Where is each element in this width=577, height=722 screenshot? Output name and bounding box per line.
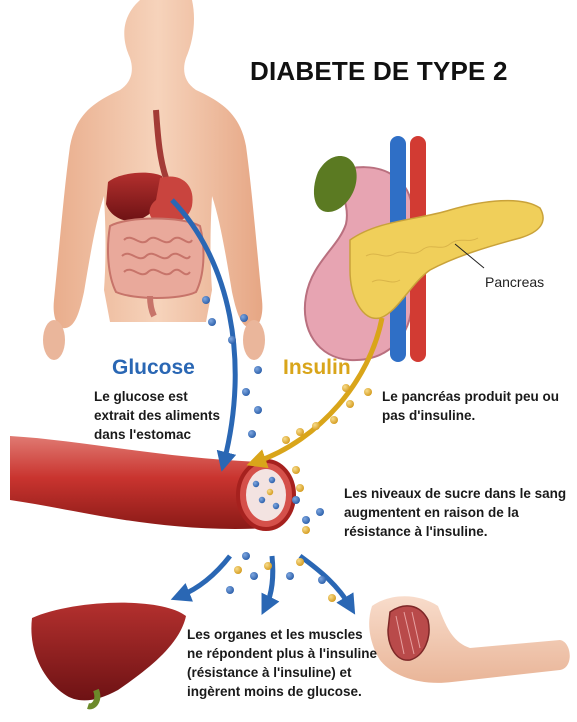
glucose-dot bbox=[254, 366, 262, 374]
output-arrow-left bbox=[180, 556, 230, 596]
sugar-levels-text: Les niveaux de sucre dans le sang augmen… bbox=[344, 484, 572, 541]
glucose-dot bbox=[286, 572, 294, 580]
glucose-dot bbox=[242, 552, 250, 560]
insulin-dot bbox=[264, 562, 272, 570]
insulin-dot bbox=[296, 428, 304, 436]
pancreas-label: Pancreas bbox=[485, 274, 544, 290]
insulin-dot bbox=[234, 566, 242, 574]
insulin-dot bbox=[292, 466, 300, 474]
left-hand bbox=[43, 320, 65, 360]
glucose-dot bbox=[302, 516, 310, 524]
vessel-lumen bbox=[246, 469, 286, 521]
glucose-dot bbox=[228, 336, 236, 344]
glucose-dot bbox=[254, 406, 262, 414]
arm-muscle bbox=[369, 596, 570, 683]
insulin-dot bbox=[364, 388, 372, 396]
insulin-dot bbox=[328, 594, 336, 602]
insulin-dot bbox=[312, 422, 320, 430]
vessel-tube bbox=[10, 436, 270, 529]
glucose-dot bbox=[253, 481, 259, 487]
blood-vessel bbox=[10, 436, 294, 529]
glucose-extracted-text: Le glucose est extrait des aliments dans… bbox=[94, 387, 229, 444]
glucose-dot bbox=[242, 388, 250, 396]
glucose-dot bbox=[208, 318, 216, 326]
insulin-label: Insulin bbox=[283, 356, 351, 380]
glucose-dot bbox=[226, 586, 234, 594]
liver bbox=[31, 603, 186, 701]
glucose-dot bbox=[259, 497, 265, 503]
insulin-dot bbox=[346, 400, 354, 408]
insulin-dot bbox=[296, 484, 304, 492]
insulin-dot bbox=[330, 416, 338, 424]
insulin-dot bbox=[342, 384, 350, 392]
glucose-dot bbox=[269, 477, 275, 483]
right-hand bbox=[243, 320, 265, 360]
pancreas-illustration bbox=[305, 136, 543, 362]
organs-muscles-text: Les organes et les muscles ne répondent … bbox=[187, 625, 377, 701]
pancreas-produces-text: Le pancréas produit peu ou pas d'insulin… bbox=[382, 387, 572, 425]
glucose-dot bbox=[250, 572, 258, 580]
glucose-dot bbox=[318, 576, 326, 584]
glucose-dot bbox=[240, 314, 248, 322]
glucose-dot bbox=[316, 508, 324, 516]
insulin-dot bbox=[267, 489, 273, 495]
diagram-title: DIABETE DE TYPE 2 bbox=[250, 56, 508, 87]
glucose-dot bbox=[292, 496, 300, 504]
insulin-dot bbox=[282, 436, 290, 444]
glucose-dot bbox=[202, 296, 210, 304]
glucose-dot bbox=[273, 503, 279, 509]
glucose-dot bbox=[248, 430, 256, 438]
insulin-dot bbox=[296, 558, 304, 566]
insulin-dot bbox=[302, 526, 310, 534]
glucose-label: Glucose bbox=[112, 356, 195, 380]
